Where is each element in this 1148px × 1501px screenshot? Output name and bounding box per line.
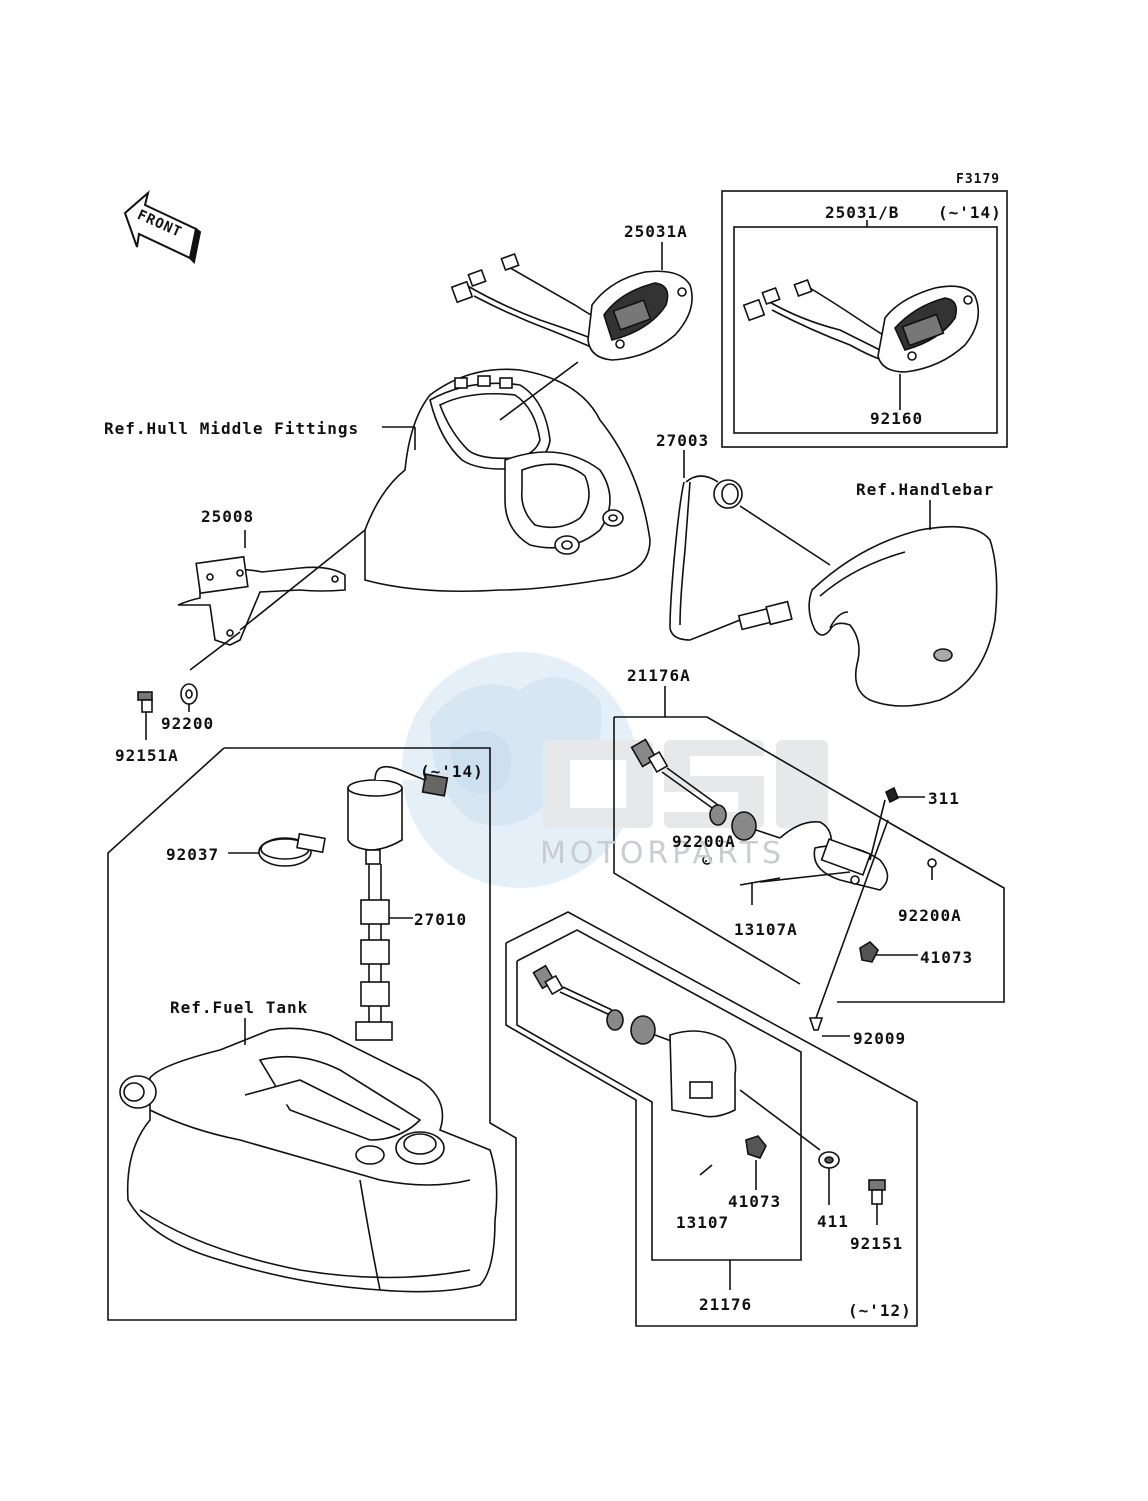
sensor-assembly-21176 [532, 964, 886, 1225]
label-411[interactable]: 411 [817, 1212, 849, 1231]
label-ref-fuel-tank[interactable]: Ref.Fuel Tank [170, 998, 309, 1017]
clamp-92037 [228, 832, 326, 867]
label-92151[interactable]: 92151 [850, 1234, 904, 1253]
label-41073-lower[interactable]: 41073 [728, 1192, 782, 1211]
label-25008[interactable]: 25008 [201, 507, 255, 526]
fuel-gauge-27010 [347, 765, 449, 1148]
watermark-sub: MOTORPARTS [540, 836, 786, 871]
label-25031b[interactable]: 25031/B [825, 203, 900, 222]
label-year-14-tank: (~'14) [420, 762, 484, 781]
front-arrow-icon [123, 190, 202, 265]
sensor-assembly-21176a [630, 738, 937, 1037]
label-21176[interactable]: 21176 [699, 1295, 753, 1314]
watermark-logo [402, 652, 828, 888]
inset-frame-25031b [721, 190, 1008, 448]
label-21176a[interactable]: 21176A [627, 666, 691, 685]
label-41073-upper[interactable]: 41073 [920, 948, 974, 967]
bolt-92151a [137, 691, 153, 740]
label-25031a[interactable]: 25031A [624, 222, 688, 241]
handlebar [808, 500, 998, 707]
label-92160[interactable]: 92160 [870, 409, 924, 428]
bracket-25008 [177, 529, 366, 671]
label-92037[interactable]: 92037 [166, 845, 220, 864]
meter-assembly-inset [742, 278, 980, 410]
label-ref-hull-middle-fittings[interactable]: Ref.Hull Middle Fittings [104, 419, 360, 438]
label-27003[interactable]: 27003 [656, 431, 710, 450]
label-92151a[interactable]: 92151A [115, 746, 179, 765]
label-13107[interactable]: 13107 [676, 1213, 730, 1232]
label-27010[interactable]: 27010 [414, 910, 468, 929]
label-ref-handlebar[interactable]: Ref.Handlebar [856, 480, 995, 499]
label-92009[interactable]: 92009 [853, 1029, 907, 1048]
label-92200a-right[interactable]: 92200A [898, 906, 962, 925]
label-311[interactable]: 311 [928, 789, 960, 808]
figure-code: F3179 [956, 172, 1001, 187]
frame-21176 [505, 911, 918, 1327]
lanyard-switch-27003 [669, 450, 831, 641]
hull-middle-fittings [364, 361, 651, 593]
label-13107a[interactable]: 13107A [734, 920, 798, 939]
frame-fuel-tank [107, 747, 517, 1321]
fuel-tank [119, 1018, 498, 1293]
label-92200a-left[interactable]: 92200A [672, 832, 736, 851]
label-92200[interactable]: 92200 [161, 714, 215, 733]
frame-21176a [613, 686, 1005, 1003]
washer-92200 [180, 683, 198, 712]
label-year-14-inset: (~'14) [938, 203, 1002, 222]
meter-assembly-25031a [450, 242, 693, 361]
label-year-12: (~'12) [848, 1301, 912, 1320]
